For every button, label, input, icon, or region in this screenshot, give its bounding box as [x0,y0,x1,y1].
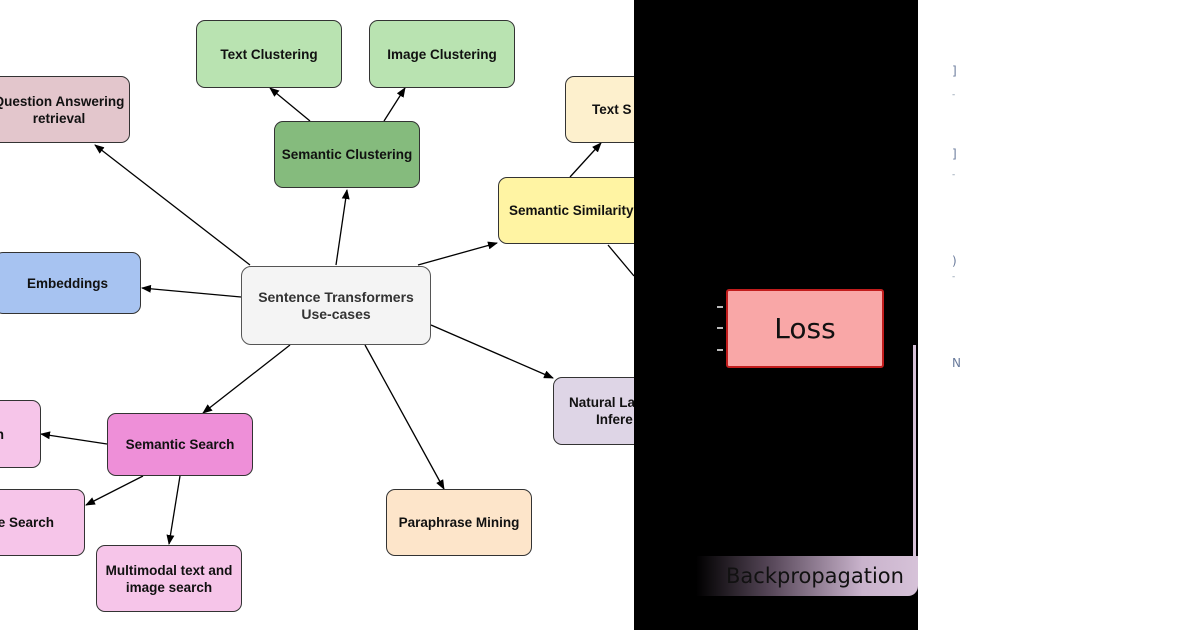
fragment-text: ] [952,147,957,161]
edge-hub-to-question-answering [94,144,251,266]
fragment-text: ] [952,64,957,78]
node-image-search: e Search [0,489,85,556]
edge-semantic-similarity-to-text-similarity [569,142,602,178]
fragment-text: - [952,90,956,100]
fragment-text: - [952,170,956,180]
edge-semantic-clustering-to-image-clustering [383,87,406,122]
node-semantic-clustering: Semantic Clustering [274,121,420,188]
input-tick [717,306,723,308]
backpropagation-bar [696,556,918,596]
edge-semantic-search-to-multimodal-search [166,475,181,545]
edge-hub-to-semantic-clustering [335,189,350,266]
edge-hub-to-semantic-search [202,344,291,414]
loss-box: Loss [726,289,884,368]
input-tick [717,349,723,351]
node-question-answering-retrieval: Question Answering retrieval [0,76,130,143]
edge-semantic-clustering-to-text-clustering [269,87,311,122]
node-multimodal-text-and-image-search: Multimodal text and image search [96,545,242,612]
edge-hub-to-embeddings [141,284,242,298]
node-sentence-transformers-use-cases: Sentence Transformers Use-cases [241,266,431,345]
node-natural-language-inference: Natural La Infere [553,377,634,445]
node-semantic-search: Semantic Search [107,413,253,476]
edge-semantic-similarity-offscreen [607,244,634,277]
fragment-text: - [952,272,956,282]
input-tick [717,327,723,329]
fragment-text: ) [952,254,957,268]
node-embeddings: Embeddings [0,252,141,314]
node-image-clustering: Image Clustering [369,20,515,88]
backprop-connector [913,345,916,560]
backpropagation-label: Backpropagation [726,564,904,588]
node-text-similarity: Text S [565,76,634,143]
edge-semantic-search-to-left-node [40,431,108,445]
edge-hub-to-natural-language-inference [430,324,554,379]
fragment-text: N [952,356,961,370]
node-paraphrase-mining: Paraphrase Mining [386,489,532,556]
node-text-clustering: Text Clustering [196,20,342,88]
edge-hub-to-paraphrase-mining [364,344,445,490]
node-left-partial: n [0,400,41,468]
training-diagram-panel: Loss Backpropagation [634,0,918,630]
use-case-diagram: Question Answering retrieval Text Cluste… [0,20,634,612]
node-semantic-similarity: Semantic Similarity [498,177,634,244]
right-fragment-panel: ] - ] - ) - N [918,0,1200,630]
edge-hub-to-semantic-similarity [417,241,498,266]
edge-semantic-search-to-image-search [85,475,144,506]
diagram-edges [40,87,634,545]
